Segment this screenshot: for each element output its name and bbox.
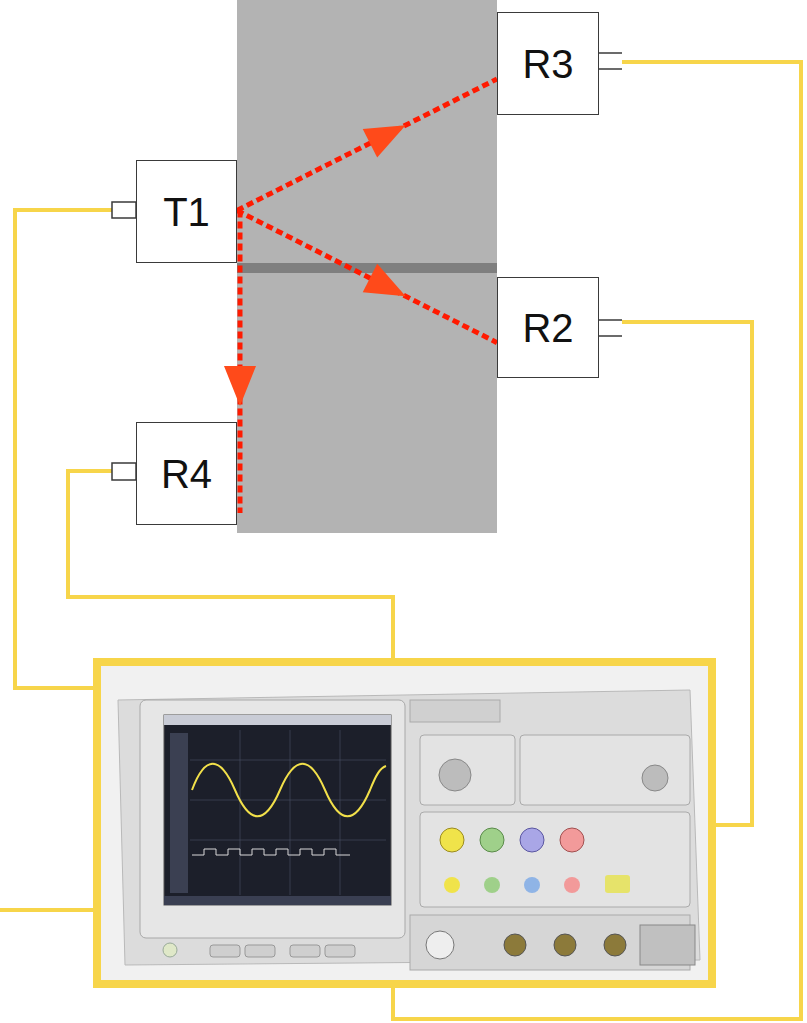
receiver-box: T1 (136, 160, 237, 263)
connector-stub (112, 53, 622, 480)
receiver-box: R4 (136, 422, 237, 525)
oscilloscope (93, 658, 716, 988)
arrowhead (224, 366, 256, 406)
panel-joint (237, 263, 497, 273)
signal-arrow (237, 210, 497, 342)
arrowhead (363, 125, 406, 157)
test-panel (237, 0, 497, 533)
node-label: T1 (163, 190, 210, 234)
node-label: R2 (522, 306, 573, 350)
receiver-box: R3 (497, 12, 599, 115)
arrowhead (363, 264, 406, 296)
signal-arrow (237, 79, 497, 211)
signal-wires (0, 62, 801, 1019)
node-label: R4 (161, 452, 212, 496)
receiver-box: R2 (497, 277, 599, 378)
node-label: R3 (522, 42, 573, 86)
